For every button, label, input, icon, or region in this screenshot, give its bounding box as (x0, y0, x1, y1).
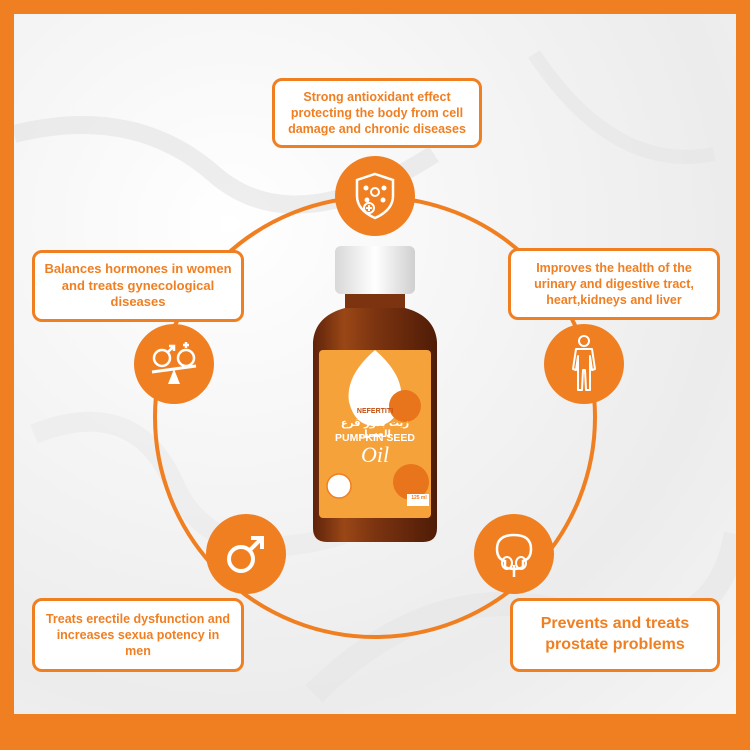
gender-balance-icon (151, 342, 197, 384)
human-body-icon (572, 335, 596, 391)
benefit-prostate-text: Prevents and treats prostate problems (540, 615, 690, 653)
benefit-hormones-text: Balances hormones in women and treats gy… (44, 260, 232, 310)
benefit-antioxidant-box: Strong antioxidant effect protecting the… (272, 78, 482, 148)
prostate-icon-circle (474, 514, 554, 594)
body-icon-circle (544, 324, 624, 404)
antioxidant-icon-circle (335, 156, 415, 236)
benefit-antioxidant-text: Strong antioxidant effect protecting the… (288, 89, 466, 137)
background-canvas: Strong antioxidant effect protecting the… (14, 14, 736, 714)
gender-icon-circle (134, 324, 214, 404)
benefit-hormones-box: Balances hormones in women and treats gy… (32, 250, 244, 322)
pumpkin-seed-oil-bottle (313, 246, 437, 542)
male-symbol-icon (227, 536, 264, 573)
label-arabic-name: زيت بذور قرع العسل (340, 418, 410, 440)
label-product-name: PUMPKIN SEED (335, 432, 415, 444)
label-volume: 125 ml (411, 495, 427, 501)
benefit-erectile-box: Treats erectile dysfunction and increase… (32, 598, 244, 672)
bottle-cap (335, 246, 415, 294)
shield-antioxidant-icon (355, 172, 395, 220)
label-brand: NEFERTITI (356, 408, 394, 415)
benefit-erectile-text: Treats erectile dysfunction and increase… (45, 611, 231, 659)
benefit-urinary-box: Improves the health of the urinary and d… (508, 248, 720, 320)
male-icon-circle (206, 514, 286, 594)
benefit-prostate-box: Prevents and treats prostate problems (510, 598, 720, 672)
label-script-word: Oil (360, 442, 390, 467)
benefit-urinary-text: Improves the health of the urinary and d… (534, 260, 694, 308)
label-drop-shape (348, 350, 402, 426)
prostate-icon (495, 533, 533, 577)
